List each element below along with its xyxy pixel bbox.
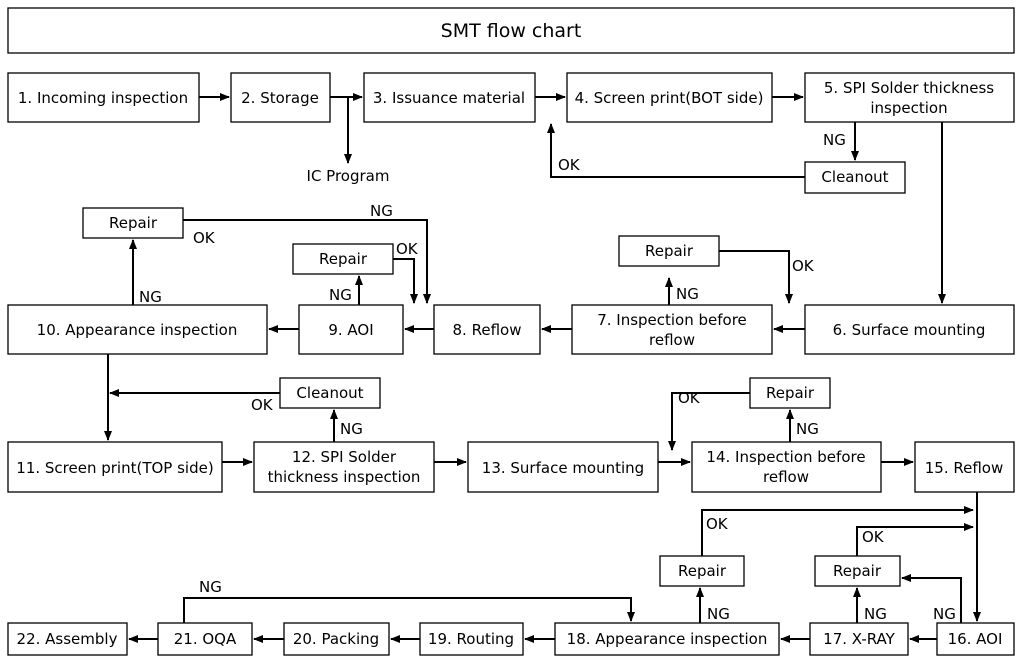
ok-label-cleanout-2: OK: [251, 396, 274, 414]
step-10-label: 10. Appearance inspection: [37, 321, 238, 339]
step-20-label: 20. Packing: [293, 630, 379, 648]
repair-10-label: Repair: [109, 214, 158, 232]
step-14-label-line-2: reflow: [763, 468, 809, 486]
repair-17-box: [814, 555, 901, 587]
ng-label-9: NG: [329, 286, 352, 304]
step-5-box: [804, 72, 1015, 123]
step-7-label-line-2: reflow: [649, 331, 695, 349]
step-8-label: 8. Reflow: [453, 321, 522, 339]
ok-label-repair-17: OK: [862, 528, 885, 546]
ng-label-18: NG: [707, 605, 730, 623]
step-9-label: 9. AOI: [328, 321, 373, 339]
ok-label-repair-10: OK: [193, 229, 216, 247]
ok-label-repair-7: OK: [792, 257, 815, 275]
step-13-box: [467, 441, 659, 493]
step-11-label: 11. Screen print(TOP side): [16, 459, 213, 477]
repair-17-label: Repair: [833, 562, 882, 580]
step-21-label: 21. OQA: [174, 630, 237, 648]
cleanout-2-label: Cleanout: [296, 384, 363, 402]
chart-title: SMT flow chart: [441, 20, 582, 42]
step-5-label-line-1: 5. SPI Solder thickness: [824, 79, 994, 97]
repair-9-label: Repair: [319, 250, 368, 268]
ng-label-16: NG: [933, 605, 956, 623]
ok-label-cleanout-1: OK: [558, 156, 581, 174]
ok-label-repair-18: OK: [706, 515, 729, 533]
ng-label-7: NG: [676, 285, 699, 303]
step-14-box: [691, 441, 882, 493]
ng-label-21: NG: [199, 578, 222, 596]
step-11-box: [7, 441, 223, 493]
arrow-repair-17-ok: [856, 523, 974, 556]
arrow-cleanout-to-4-ok: [547, 123, 805, 178]
step-16-label: 16. AOI: [948, 630, 1003, 648]
step-2-box: [230, 72, 331, 123]
arrow-repair-18-ok: [701, 506, 974, 556]
step-1-box: [7, 72, 200, 123]
step-6-box: [804, 304, 1015, 355]
step-14-label-line-1: 14. Inspection before: [706, 448, 865, 466]
ng-label-5: NG: [823, 131, 846, 149]
step-19-label: 19. Routing: [428, 630, 514, 648]
arrow-repair-to-6-ok: [719, 250, 793, 304]
step-4-label: 4. Screen print(BOT side): [575, 89, 764, 107]
step-13-label: 13. Surface mounting: [482, 459, 644, 477]
step-4-box: [566, 72, 773, 123]
step-15-box: [914, 441, 1015, 493]
repair-18-box: [659, 555, 745, 587]
ic-program-label: IC Program: [307, 167, 390, 185]
step-22-box: [7, 622, 128, 656]
step-18-label: 18. Appearance inspection: [567, 630, 768, 648]
ng-label-10: NG: [139, 288, 162, 306]
step-7-box: [571, 304, 773, 355]
step-9-box: [298, 304, 404, 355]
step-1-label: 1. Incoming inspection: [18, 89, 188, 107]
ok-label-repair-9: OK: [396, 240, 419, 258]
step-7-label-line-1: 7. Inspection before: [597, 311, 747, 329]
step-21-box: [157, 622, 253, 656]
arrow-repair-to-8-ng: [183, 219, 431, 304]
ng-label-repair-10: NG: [370, 202, 393, 220]
step-8-box: [433, 304, 541, 355]
cleanout-1-box: [804, 161, 906, 194]
arrow-repair-to-13-ok: [668, 392, 750, 451]
cleanout-1-label: Cleanout: [821, 168, 888, 186]
step-18-box: [554, 622, 780, 656]
ng-label-12: NG: [340, 420, 363, 438]
arrow-21-to-18-ng: [183, 597, 635, 623]
step-3-label: 3. Issuance material: [373, 89, 525, 107]
step-16-box: [936, 622, 1015, 656]
step-17-box: [809, 622, 909, 656]
ng-label-17: NG: [864, 605, 887, 623]
step-22-label: 22. Assembly: [17, 630, 118, 648]
repair-9-box: [292, 243, 394, 275]
repair-7-box: [618, 235, 720, 267]
ok-label-repair-14: OK: [678, 389, 701, 407]
arrow-repair-to-8-ok: [393, 258, 418, 304]
arrow-16-to-repair-ng: [901, 574, 962, 623]
title-box: [7, 7, 1015, 54]
step-6-label: 6. Surface mounting: [833, 321, 986, 339]
step-15-label: 15. Reflow: [925, 459, 1004, 477]
step-17-label: 17. X-RAY: [823, 630, 895, 648]
step-5-label-line-2: inspection: [870, 99, 947, 117]
step-12-label-line-2: thickness inspection: [268, 468, 421, 486]
step-10-box: [7, 304, 268, 355]
step-12-box: [253, 441, 435, 493]
repair-14-label: Repair: [766, 384, 815, 402]
step-12-label-line-1: 12. SPI Solder: [292, 448, 397, 466]
repair-18-label: Repair: [678, 562, 727, 580]
step-19-box: [419, 622, 524, 656]
ng-label-14: NG: [796, 420, 819, 438]
repair-10-box: [82, 207, 184, 239]
repair-7-label: Repair: [645, 242, 694, 260]
step-2-label: 2. Storage: [241, 89, 319, 107]
